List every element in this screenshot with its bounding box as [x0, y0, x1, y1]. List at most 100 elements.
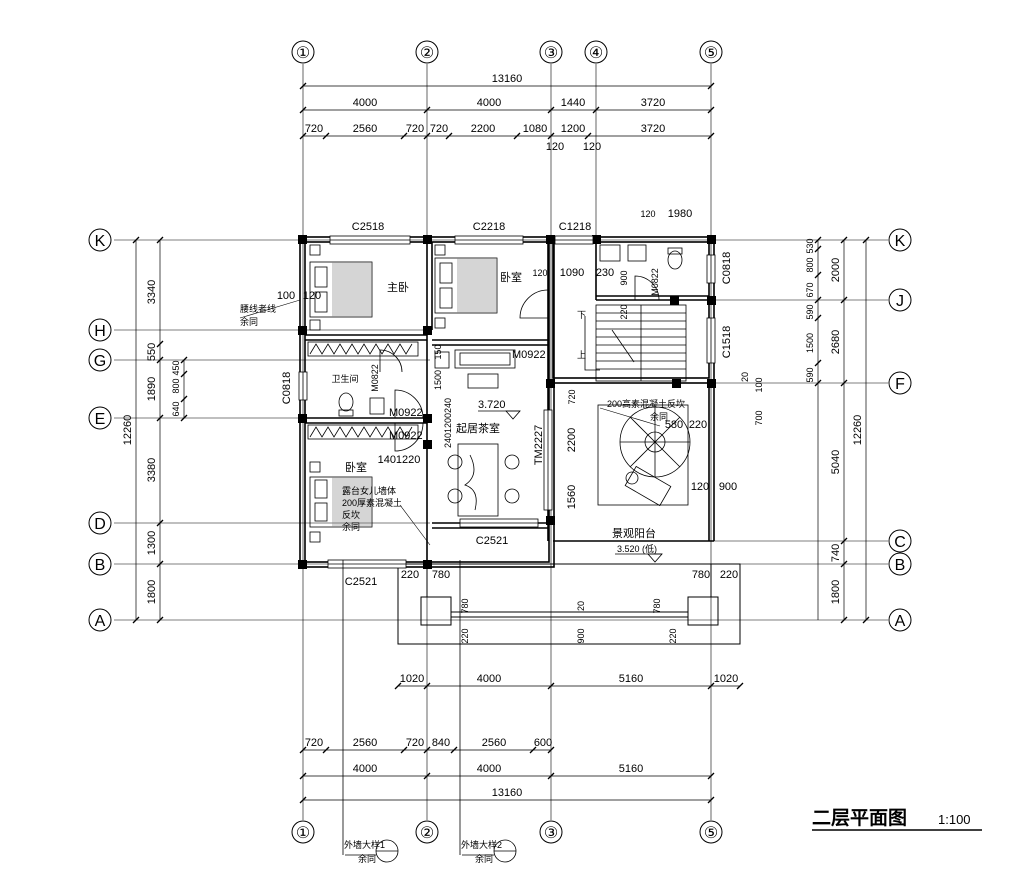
dim-left-3340: 3340 [146, 280, 158, 304]
axis-bubbles-bottom [291, 820, 723, 844]
bed-hatch [332, 258, 497, 527]
misc-2200: 2200 [566, 428, 578, 452]
note-parapet-1: 露台女儿墙体 [342, 485, 396, 496]
dim-top-row3-6: 1080 [523, 123, 547, 135]
windows [298, 235, 716, 569]
sheet-title: 二层平面图 [812, 807, 907, 829]
axis-label-left-H: H [94, 323, 106, 340]
door-label-m0922-b: M0922 [389, 407, 423, 419]
door-label-m0822-a: M0822 [370, 364, 380, 392]
axis-label-top-1: ① [296, 45, 310, 62]
dim-left-450: 450 [171, 360, 181, 375]
misc-220f: 220 [668, 628, 678, 643]
dim-bot-row2-2: 4000 [477, 763, 501, 775]
misc-1560: 1560 [566, 485, 578, 509]
dim-left-1800: 1800 [146, 580, 158, 604]
elevation-marks [478, 410, 663, 563]
axis-label-bottom-3: ③ [544, 825, 558, 842]
doors [379, 275, 660, 452]
dim-bal-4: 1020 [714, 673, 738, 685]
window-label-c2521-living: C2521 [476, 535, 508, 547]
misc-900a: 900 [619, 270, 629, 285]
axis-label-left-K: K [95, 233, 106, 250]
axis-label-left-E: E [95, 411, 106, 428]
dim-bot-row2-3: 5160 [619, 763, 643, 775]
misc-220b: 220 [689, 419, 707, 431]
wardrobes [307, 341, 419, 440]
living-furniture [447, 349, 520, 517]
dim-bot-row1-3: 720 [406, 737, 424, 749]
elevation-living: 3.720 [478, 399, 506, 411]
balcony-features [597, 404, 691, 507]
axis-label-left-G: G [94, 353, 106, 370]
misc-100a: 100 [277, 290, 295, 302]
axis-bubbles-right [888, 228, 912, 632]
dim-right-1500: 1500 [805, 333, 815, 353]
window-label-c0818-right: C0818 [721, 252, 733, 284]
room-label-master: 主卧 [387, 281, 409, 294]
dim-top-row3-3: 720 [406, 123, 424, 135]
axis-bubbles-left [88, 228, 112, 632]
dim-right-800: 800 [805, 257, 815, 272]
misc-150: 150 [433, 344, 443, 359]
axis-label-top-2: ② [420, 45, 434, 62]
note-same-2: 余同 [475, 853, 493, 864]
misc-700: 700 [754, 410, 764, 425]
door-label-m0922-c: M0922 [389, 430, 423, 442]
window-label-c0818-left: C0818 [281, 372, 293, 404]
misc-100b: 100 [754, 377, 764, 392]
misc-20b: 20 [576, 601, 586, 611]
room-label-bed3: 卧室 [345, 460, 367, 474]
note-parapet-4: 余同 [342, 521, 360, 532]
dim-right-670: 670 [805, 282, 815, 297]
dim-bot-total: 13160 [492, 787, 523, 799]
misc-780b: 780 [460, 598, 470, 613]
dim-top-row3-4: 720 [430, 123, 448, 135]
misc-1090: 1090 [560, 267, 584, 279]
axis-label-left-B: B [95, 557, 106, 574]
dim-top-row2-3: 1440 [561, 97, 585, 109]
misc-780d: 780 [652, 598, 662, 613]
columns [298, 235, 716, 569]
dim-right-5040: 5040 [830, 450, 842, 474]
misc-580: 580 [665, 419, 683, 431]
dim-right-1800: 1800 [830, 580, 842, 604]
stairs [584, 304, 687, 382]
dimension-lines-top [299, 82, 715, 140]
dim-top-row3-1: 720 [305, 123, 323, 135]
leader-lines [239, 299, 661, 546]
misc-720: 720 [567, 389, 577, 404]
misc-2401200240: 2401200240 [443, 398, 453, 448]
window-label-c2218: C2218 [473, 221, 505, 233]
axis-grid-lines [114, 64, 888, 820]
misc-120c: 120 [303, 290, 321, 302]
misc-220e: 220 [720, 569, 738, 581]
window-label-tm2227: TM2227 [533, 425, 545, 465]
axis-label-top-5: ⑤ [704, 45, 718, 62]
axis-label-right-J: J [896, 293, 904, 310]
dim-top-row3-7: 1200 [561, 123, 585, 135]
dim-top-120-a: 120 [546, 141, 564, 153]
dim-top-row3-2: 2560 [353, 123, 377, 135]
door-label-m0822-b: M0822 [650, 268, 660, 296]
axis-label-right-F: F [895, 376, 905, 393]
misc-1401220: 1401220 [378, 454, 421, 466]
misc-780c: 780 [692, 569, 710, 581]
note-curb: 200高素混凝土反坎 [607, 398, 685, 409]
dim-left-1300: 1300 [146, 531, 158, 555]
axis-label-top-4: ④ [589, 45, 603, 62]
room-label-bed2: 卧室 [500, 270, 522, 284]
misc-20: 20 [740, 372, 750, 382]
room-label-living: 起居茶室 [456, 421, 500, 435]
bathroom-fixtures [338, 244, 683, 417]
misc-780a: 780 [432, 569, 450, 581]
dim-left-550: 550 [146, 343, 158, 361]
dim-bot-row1-4: 840 [432, 737, 450, 749]
axis-label-bottom-1: ① [296, 825, 310, 842]
axis-label-right-B: B [895, 557, 906, 574]
stair-label-up: 上 [577, 350, 586, 360]
note-curb-same: 余同 [650, 411, 668, 422]
dim-left-3380: 3380 [146, 458, 158, 482]
dim-left-640: 640 [171, 401, 181, 416]
